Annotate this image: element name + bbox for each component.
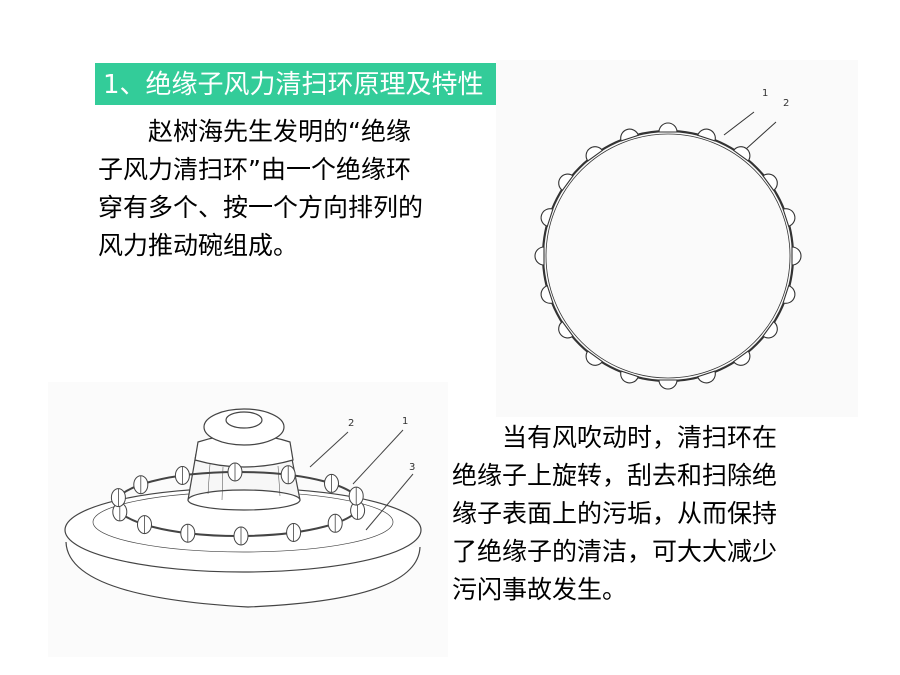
insulator-callout-label: 2: [348, 418, 354, 429]
paragraph-line: 污闪事故发生。: [452, 575, 628, 604]
wind-cup: [558, 173, 574, 192]
ring-callout-label: 2: [783, 98, 789, 109]
wind-cup: [540, 208, 554, 227]
wind-cup: [585, 146, 604, 162]
ring-drawing: 1 2: [534, 88, 802, 390]
wind-cup: [534, 246, 545, 266]
wind-cup: [540, 285, 554, 304]
leader-line: [723, 111, 755, 136]
wind-cup: [697, 370, 716, 384]
paragraph-line: 缘子表面上的污垢，从而保持: [452, 499, 778, 528]
wind-cup: [658, 379, 678, 390]
wind-cup: [658, 122, 678, 133]
leader-line: [309, 431, 349, 468]
insulator-diagram: 2 1 3: [48, 382, 448, 657]
wind-cup: [732, 146, 751, 162]
leader-line: [352, 429, 404, 485]
description-paragraph-2: 当有风吹动时，清扫环在 绝缘子上旋转，刮去和扫除绝 缘子表面上的污垢，从而保持 …: [452, 419, 777, 609]
cleaning-ring-diagram: 1 2: [496, 60, 858, 417]
wind-cup: [732, 350, 751, 366]
paragraph-line: 穿有多个、按一个方向排列的: [98, 193, 424, 222]
paragraph-line: 风力推动碗组成。: [98, 231, 299, 260]
wind-cup: [762, 173, 778, 192]
wind-cup: [782, 285, 796, 304]
leader-line: [365, 473, 414, 531]
paragraph-line: 绝缘子上旋转，刮去和扫除绝: [452, 461, 778, 490]
paragraph-line: 子风力清扫环”由一个绝缘环: [98, 155, 411, 184]
insulator-drawing: 2 1 3: [64, 408, 422, 608]
paragraph-line: 赵树海先生发明的“绝缘: [98, 117, 411, 146]
leader-line: [745, 121, 777, 150]
wind-cup: [620, 370, 639, 384]
insulator-callout-label: 1: [402, 416, 408, 427]
paragraph-line: 了绝缘子的清洁，可大大减少: [452, 537, 778, 566]
ring-callout-label: 1: [762, 88, 768, 99]
title-bar: [95, 63, 555, 105]
wind-cup: [762, 320, 778, 339]
wind-cup: [620, 128, 639, 142]
ring-cups: [110, 462, 366, 546]
wind-cup: [791, 246, 802, 266]
wind-cup: [558, 320, 574, 339]
slide-title: 1、绝缘子风力清扫环原理及特性: [103, 70, 484, 100]
paragraph-line: 当有风吹动时，清扫环在: [452, 423, 778, 452]
insulator-callout-label: 3: [409, 462, 415, 473]
wind-cup: [585, 350, 604, 366]
wind-cup: [782, 208, 796, 227]
description-paragraph-1: 赵树海先生发明的“绝缘 子风力清扫环”由一个绝缘环 穿有多个、按一个方向排列的 …: [98, 113, 423, 265]
wind-cup: [697, 128, 716, 142]
wind-cups: [534, 122, 802, 390]
